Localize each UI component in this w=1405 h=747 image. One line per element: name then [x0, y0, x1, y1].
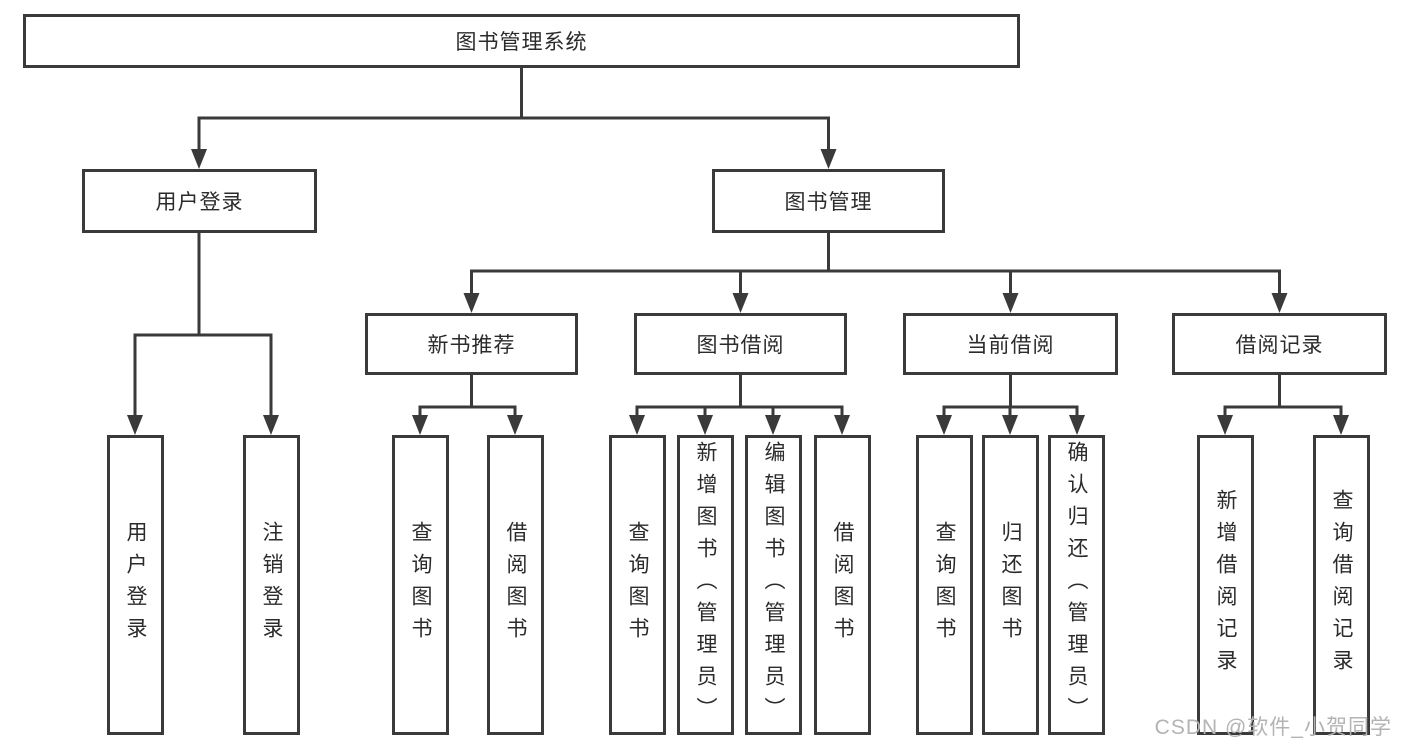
connector-new-book-branch — [412, 373, 523, 435]
leaf-borrow-books: 借阅图书 — [814, 435, 871, 735]
leaf-add-books-admin: 新增图书（管理员） — [677, 435, 734, 735]
leaf-user-login-label: 用户登录 — [124, 521, 147, 649]
node-book-borrow: 图书借阅 — [634, 313, 847, 375]
leaf-query-books-recommend-label: 查询图书 — [409, 521, 432, 649]
node-library-system-label: 图书管理系统 — [455, 31, 588, 54]
leaf-add-borrow-record-label: 新增借阅记录 — [1214, 489, 1237, 681]
leaf-return-books-label: 归还图书 — [999, 521, 1022, 649]
connector-current-borrow-branch — [936, 373, 1085, 435]
node-borrow-record: 借阅记录 — [1172, 313, 1387, 375]
node-current-borrow-label: 当前借阅 — [966, 334, 1055, 357]
watermark: CSDN @软件_小贺同学 — [1154, 716, 1392, 739]
node-book-management: 图书管理 — [712, 169, 945, 233]
connector-root-to-level2 — [191, 66, 837, 169]
node-current-borrow: 当前借阅 — [903, 313, 1118, 375]
node-user-login-label: 用户登录 — [155, 191, 244, 214]
leaf-logout: 注销登录 — [243, 435, 300, 735]
leaf-edit-books-admin-label: 编辑图书（管理员） — [762, 441, 785, 729]
connector-book-borrow-branch — [629, 373, 850, 435]
leaf-user-login: 用户登录 — [107, 435, 164, 735]
connector-borrow-record-branch — [1217, 373, 1349, 435]
leaf-query-books-current-label: 查询图书 — [933, 521, 956, 649]
leaf-query-books-borrow: 查询图书 — [609, 435, 666, 735]
leaf-return-books: 归还图书 — [982, 435, 1039, 735]
leaf-query-borrow-record: 查询借阅记录 — [1313, 435, 1370, 735]
leaf-add-books-admin-label: 新增图书（管理员） — [694, 441, 717, 729]
connector-user-login-branch — [127, 231, 279, 435]
leaf-confirm-return-admin: 确认归还（管理员） — [1048, 435, 1105, 735]
node-new-book-recommend: 新书推荐 — [365, 313, 578, 375]
leaf-query-books-current: 查询图书 — [916, 435, 973, 735]
leaf-query-books-borrow-label: 查询图书 — [626, 521, 649, 649]
leaf-confirm-return-admin-label: 确认归还（管理员） — [1065, 441, 1088, 729]
leaf-borrow-books-label: 借阅图书 — [831, 521, 854, 649]
connector-book-management-branch — [463, 231, 1288, 313]
leaf-edit-books-admin: 编辑图书（管理员） — [745, 435, 802, 735]
node-book-management-label: 图书管理 — [784, 191, 873, 214]
leaf-borrow-books-recommend: 借阅图书 — [487, 435, 544, 735]
leaf-add-borrow-record: 新增借阅记录 — [1197, 435, 1254, 735]
leaf-borrow-books-recommend-label: 借阅图书 — [504, 521, 527, 649]
leaf-logout-label: 注销登录 — [260, 521, 283, 649]
node-library-system: 图书管理系统 — [23, 14, 1020, 68]
node-user-login: 用户登录 — [82, 169, 317, 233]
node-book-borrow-label: 图书借阅 — [696, 334, 785, 357]
node-new-book-recommend-label: 新书推荐 — [427, 334, 516, 357]
leaf-query-books-recommend: 查询图书 — [392, 435, 449, 735]
leaf-query-borrow-record-label: 查询借阅记录 — [1330, 489, 1353, 681]
node-borrow-record-label: 借阅记录 — [1235, 334, 1324, 357]
